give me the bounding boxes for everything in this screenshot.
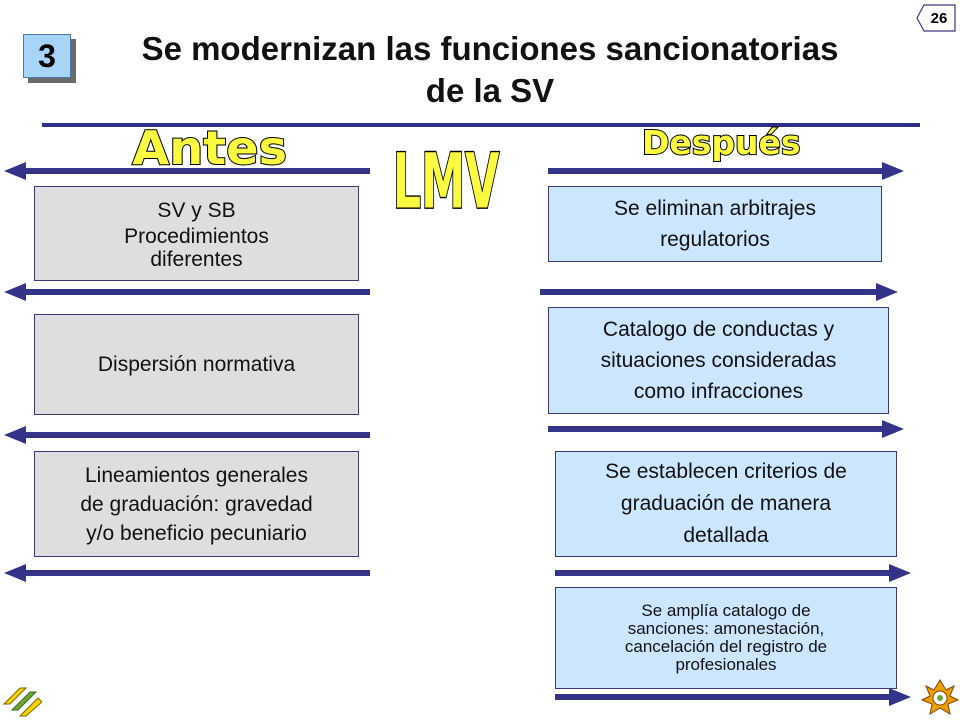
right-arrow-4 bbox=[555, 562, 911, 584]
after-box-4: Se amplía catalogo de sanciones: amonest… bbox=[555, 587, 897, 689]
after-box-3: Se establecen criterios de graduación de… bbox=[555, 451, 897, 557]
page-number: 26 bbox=[916, 4, 956, 32]
heading-lmv-text: LMV bbox=[393, 137, 500, 216]
before-box-2: Dispersión normativa bbox=[34, 314, 359, 415]
after-box-3-line-3: detallada bbox=[683, 524, 769, 547]
right-arrow-5 bbox=[555, 686, 911, 708]
after-box-3-line-2: graduación de manera bbox=[620, 492, 832, 515]
right-arrow-3 bbox=[548, 418, 904, 440]
after-box-2: Catalogo de conductas y situaciones cons… bbox=[548, 307, 889, 414]
right-logo-icon bbox=[920, 678, 960, 720]
after-box-1-line-1: Se eliminan arbitrajes bbox=[614, 197, 816, 220]
after-box-2-line-2: situaciones consideradas bbox=[600, 349, 837, 372]
before-box-1-line-3: diferentes bbox=[150, 248, 243, 271]
heading-antes: Antes bbox=[126, 116, 296, 172]
page-title: Se modernizan las funciones sancionatori… bbox=[90, 28, 890, 112]
after-box-4-line-4: profesionales bbox=[675, 655, 777, 674]
before-box-2-text: Dispersión normativa bbox=[97, 353, 296, 376]
after-box-1-line-2: regulatorios bbox=[660, 228, 770, 251]
after-box-2-line-3: como infracciones bbox=[633, 380, 804, 403]
before-box-1-line-2: Procedimientos bbox=[124, 225, 269, 248]
before-box-3: Lineamientos generales de graduación: gr… bbox=[34, 451, 359, 557]
left-arrow-3 bbox=[4, 424, 370, 446]
right-arrow-2 bbox=[540, 281, 898, 303]
title-rule bbox=[42, 123, 920, 127]
after-box-2-line-1: Catalogo de conductas y bbox=[602, 318, 835, 341]
before-box-1-line-1: SV y SB bbox=[157, 199, 236, 222]
heading-antes-text: Antes bbox=[132, 122, 287, 172]
after-box-1: Se eliminan arbitrajes regulatorios bbox=[548, 186, 882, 262]
right-arrow-1 bbox=[548, 160, 904, 182]
title-line-1: Se modernizan las funciones sancionatori… bbox=[141, 30, 839, 67]
left-arrow-4 bbox=[4, 562, 370, 584]
heading-despues-text: Después bbox=[642, 123, 801, 162]
before-box-3-line-2: de graduación: gravedad bbox=[80, 492, 313, 516]
heading-lmv: LMV bbox=[388, 132, 518, 216]
page-number-tab-icon bbox=[916, 4, 956, 32]
after-box-4-line-2: sanciones: amonestación, bbox=[627, 619, 825, 638]
before-box-1: SV y SB Procedimientos diferentes bbox=[34, 186, 359, 281]
left-arrow-1 bbox=[4, 160, 370, 182]
after-box-4-line-3: cancelación del registro de bbox=[624, 637, 828, 656]
left-logo-icon bbox=[2, 684, 43, 720]
heading-despues: Después bbox=[636, 120, 812, 162]
after-box-3-line-1: Se establecen criterios de bbox=[605, 460, 847, 483]
left-arrow-2 bbox=[4, 281, 370, 303]
before-box-3-line-3: y/o beneficio pecuniario bbox=[86, 521, 307, 545]
before-box-3-line-1: Lineamientos generales bbox=[85, 463, 308, 487]
after-box-4-line-1: Se amplía catalogo de bbox=[641, 601, 811, 620]
title-line-2: de la SV bbox=[425, 72, 555, 109]
page-number-text: 26 bbox=[930, 9, 948, 27]
section-number-badge: 3 bbox=[23, 34, 71, 78]
